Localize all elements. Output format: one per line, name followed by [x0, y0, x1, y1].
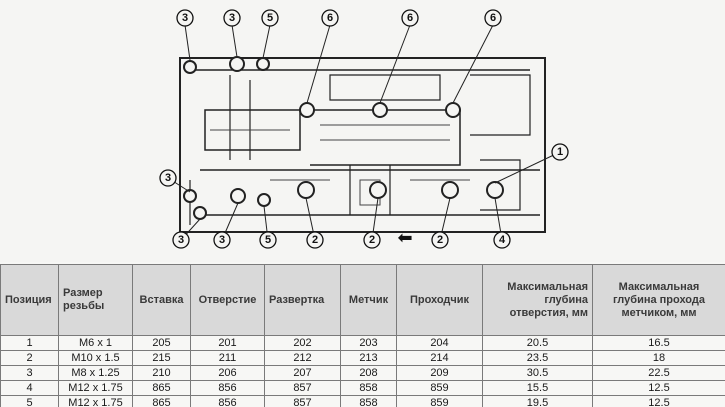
table-cell: 12.5: [592, 395, 725, 407]
callout-circle: [484, 9, 502, 27]
callout-label: 3: [178, 234, 184, 246]
table-cell: 3: [0, 365, 59, 381]
callout-label: 1: [557, 146, 563, 158]
table-row: 1 M6 x 1 205 201 202 203 204 20.5 16.5: [0, 335, 725, 351]
table-cell: 207: [264, 365, 341, 381]
table-header-row: Позиция Размер резьбы Вставка Отверстие …: [0, 264, 725, 336]
callout-circle: [306, 231, 324, 249]
column-header: Проходчик: [396, 264, 483, 336]
callout-circle: [363, 231, 381, 249]
column-header: Развертка: [264, 264, 341, 336]
table-cell: 856: [190, 380, 265, 396]
table-cell: 211: [190, 350, 265, 366]
table-cell: 19.5: [482, 395, 593, 407]
callout-label: 6: [490, 12, 496, 24]
table-cell: 213: [340, 350, 397, 366]
callout-circle: [213, 231, 231, 249]
engine-block-diagram: 3 3 5 6 6 6 1 3 3 3 5 2 2 2 4 ⬅: [159, 9, 569, 249]
callout-circle: [431, 231, 449, 249]
callout-circle: [172, 231, 190, 249]
table-cell: 865: [132, 380, 191, 396]
callout-circle: [223, 9, 241, 27]
table-cell: 1: [0, 335, 59, 351]
table-cell: 212: [264, 350, 341, 366]
table-cell: 201: [190, 335, 265, 351]
table-cell: 856: [190, 395, 265, 407]
table-cell: 205: [132, 335, 191, 351]
table-cell: 202: [264, 335, 341, 351]
table-cell: 858: [340, 395, 397, 407]
callout-label: 5: [267, 12, 273, 24]
callout-label: 5: [265, 234, 271, 246]
callout-label: 3: [219, 234, 225, 246]
table-cell: 857: [264, 380, 341, 396]
table-cell: 22.5: [592, 365, 725, 381]
table-row: 3 M8 x 1.25 210 206 207 208 209 30.5 22.…: [0, 365, 725, 381]
table-row: 2 M10 x 1.5 215 211 212 213 214 23.5 18: [0, 350, 725, 366]
table-cell: 23.5: [482, 350, 593, 366]
table-cell: 15.5: [482, 380, 593, 396]
column-header: Размер резьбы: [58, 264, 133, 336]
table-cell: M8 x 1.25: [58, 365, 133, 381]
table-cell: M12 x 1.75: [58, 380, 133, 396]
callout-label: 2: [369, 234, 375, 246]
callout-circle: [159, 169, 177, 187]
thread-repair-table: Позиция Размер резьбы Вставка Отверстие …: [0, 264, 725, 407]
table-cell: 203: [340, 335, 397, 351]
table-cell: M10 x 1.5: [58, 350, 133, 366]
callout-label: 4: [499, 234, 506, 246]
table-cell: 206: [190, 365, 265, 381]
table-cell: 215: [132, 350, 191, 366]
table-cell: 4: [0, 380, 59, 396]
column-header: Вставка: [132, 264, 191, 336]
table-cell: 30.5: [482, 365, 593, 381]
column-header: Максимальная глубина прохода метчиком, м…: [592, 264, 725, 336]
table-cell: 214: [396, 350, 483, 366]
callout-circle: [261, 9, 279, 27]
callout-circle: [259, 231, 277, 249]
table-cell: M12 x 1.75: [58, 395, 133, 407]
callout-label: 6: [327, 12, 333, 24]
table-cell: 18: [592, 350, 725, 366]
callout-label: 3: [229, 12, 235, 24]
callout-circle: [401, 9, 419, 27]
callout-label: 3: [165, 172, 171, 184]
table-cell: 20.5: [482, 335, 593, 351]
table-cell: 859: [396, 380, 483, 396]
callout-circle: [176, 9, 194, 27]
table-cell: 865: [132, 395, 191, 407]
column-header: Позиция: [0, 264, 59, 336]
callout-circle: [551, 143, 569, 161]
callout-label: 3: [182, 12, 188, 24]
table-cell: 16.5: [592, 335, 725, 351]
column-header: Максимальная глубина отверстия, мм: [482, 264, 593, 336]
table-cell: 858: [340, 380, 397, 396]
direction-arrow-icon: ⬅: [397, 228, 412, 249]
table-cell: 859: [396, 395, 483, 407]
callout-label: 6: [407, 12, 413, 24]
table-cell: 5: [0, 395, 59, 407]
column-header: Метчик: [340, 264, 397, 336]
callout-label: 2: [312, 234, 318, 246]
engine-block-drawing: 3 3 5 6 6 6 1 3 3 3 5 2 2 2 4 ⬅: [159, 9, 569, 249]
callout-circle: [321, 9, 339, 27]
table-cell: 210: [132, 365, 191, 381]
table-row: 4 M12 x 1.75 865 856 857 858 859 15.5 12…: [0, 380, 725, 396]
table-cell: M6 x 1: [58, 335, 133, 351]
thread-repair-table-container: Позиция Размер резьбы Вставка Отверстие …: [0, 264, 725, 407]
table-cell: 857: [264, 395, 341, 407]
callout-circle: [493, 231, 511, 249]
table-row: 5 M12 x 1.75 865 856 857 858 859 19.5 12…: [0, 395, 725, 407]
column-header: Отверстие: [190, 264, 265, 336]
table-cell: 12.5: [592, 380, 725, 396]
callout-label: 2: [437, 234, 443, 246]
table-cell: 208: [340, 365, 397, 381]
table-cell: 204: [396, 335, 483, 351]
table-cell: 209: [396, 365, 483, 381]
block-outline: [179, 57, 546, 233]
table-cell: 2: [0, 350, 59, 366]
